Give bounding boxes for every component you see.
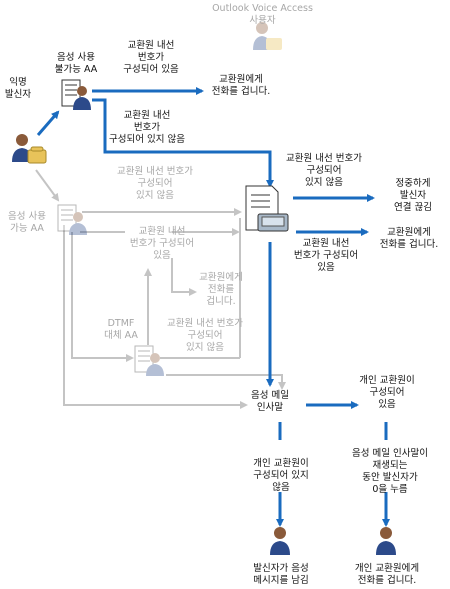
call-operator-top-label: 교환원에게 전화를 겁니다. (211, 74, 271, 97)
op-ext-not-configured-gray-label: 교환원 내선 번호가 구성되어 있지 않음 (117, 166, 193, 201)
op-ext-not-configured-right-label: 교환원 내선 번호가 구성되어 있지 않음 (286, 153, 362, 188)
active-flow-lines (36, 87, 390, 527)
call-operator-gray-label: 교환원에게 전화를 겁니다. (199, 272, 243, 307)
auto-attendant-icon (134, 345, 164, 376)
op-ext-configured-gray-label: 교환원 내선 번호가 구성되어 있음 (129, 226, 195, 261)
exchange-server-icon (245, 185, 289, 232)
inactive-flow-lines (35, 169, 286, 409)
speech-enabled-aa-label: 음성 사용 가능 AA (8, 211, 46, 234)
person-icon (376, 527, 396, 555)
op-ext-configured-right-label: 교환원 내선 번호가 구성되어 있음 (293, 238, 359, 273)
ova-user-label: Outlook Voice Access 사용자 (212, 3, 313, 26)
anonymous-caller-label: 익명 발신자 (4, 77, 32, 100)
speech-disabled-aa-label: 음성 사용 불가능 AA (54, 52, 98, 75)
auto-attendant-icon (61, 79, 91, 110)
phone-icon (27, 146, 47, 164)
op-ext-not-configured-gray2-label: 교환원 내선 번호가 구성되어 있지 않음 (167, 318, 243, 353)
disconnect-politely-label: 정중하게 발신자 연결 끊김 (394, 178, 432, 213)
op-ext-configured-top-label: 교환원 내선 번호가 구성되어 있음 (123, 40, 179, 75)
leave-message-label: 발신자가 음성 메시지를 남김 (253, 563, 309, 586)
greeting-press-zero-label: 음성 메일 인사말이 재생되는 동안 발신자가 0을 누름 (352, 448, 428, 495)
personal-op-not-configured-label: 개인 교환원이 구성되어 있지 않음 (253, 458, 309, 493)
call-personal-operator-label: 개인 교환원에게 전화를 겁니다. (354, 563, 420, 586)
personal-op-configured-label: 개인 교환원이 구성되어 있음 (359, 375, 415, 410)
dtmf-aa-label: DTMF 대체 AA (104, 318, 138, 341)
op-ext-not-configured-top-label: 교환원 내선 번호가 구성되어 있지 않음 (109, 110, 185, 145)
person-icon (270, 527, 290, 555)
person-icon (253, 22, 282, 50)
auto-attendant-icon (57, 204, 87, 235)
person-icon (12, 134, 32, 162)
call-operator-right-label: 교환원에게 전화를 겁니다. (379, 227, 439, 250)
voicemail-greeting-label: 음성 메일 인사말 (251, 390, 289, 413)
